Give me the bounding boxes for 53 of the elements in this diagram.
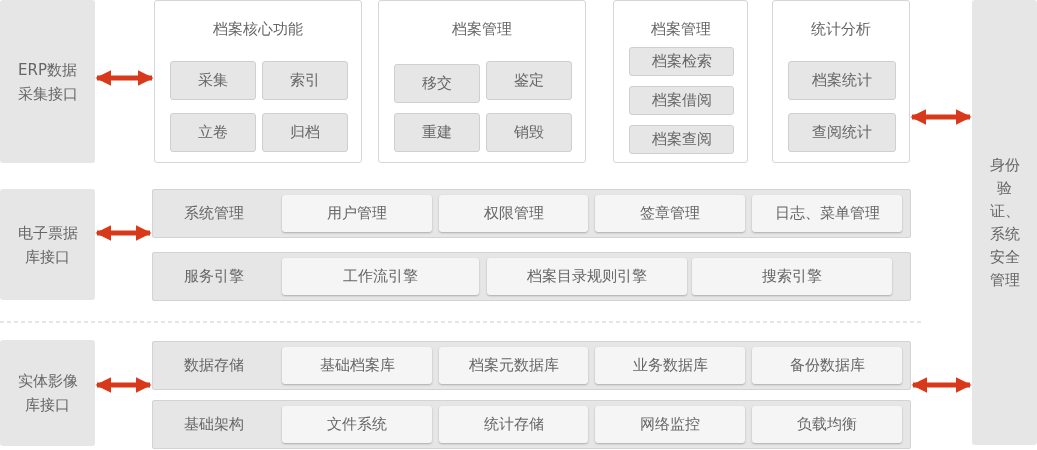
layer-label: 基础架构 bbox=[184, 415, 244, 434]
function-box: 档案统计 bbox=[788, 61, 896, 100]
interface-box: 实体影像库接口 bbox=[0, 340, 95, 446]
panel-title: 统计分析 bbox=[810, 20, 872, 39]
function-box: 销毁 bbox=[486, 113, 572, 152]
double-arrow bbox=[95, 70, 154, 86]
component-box: 档案元数据库 bbox=[439, 347, 588, 384]
interface-box: 身份验证、系统安全管理 bbox=[972, 0, 1037, 445]
panel-title: 档案管理 bbox=[649, 20, 712, 39]
module-panel bbox=[154, 0, 362, 163]
function-box: 查阅统计 bbox=[788, 113, 896, 152]
component-box: 搜索引擎 bbox=[692, 258, 892, 295]
double-arrow bbox=[95, 225, 152, 241]
component-box: 负载均衡 bbox=[752, 406, 902, 443]
function-box: 归档 bbox=[262, 113, 348, 152]
double-arrow bbox=[911, 377, 972, 393]
double-arrow bbox=[95, 377, 152, 393]
component-box: 签章管理 bbox=[595, 195, 745, 232]
component-box: 统计存储 bbox=[439, 406, 588, 443]
interface-box: ERP数据采集接口 bbox=[0, 0, 95, 163]
layer-band bbox=[152, 189, 911, 238]
layer-label: 系统管理 bbox=[184, 204, 244, 223]
layer-label: 数据存储 bbox=[184, 356, 244, 375]
layer-label: 服务引擎 bbox=[184, 267, 244, 286]
function-box: 档案借阅 bbox=[629, 86, 734, 115]
layer-band bbox=[152, 400, 911, 449]
module-panel bbox=[613, 0, 748, 163]
component-box: 基础档案库 bbox=[282, 347, 432, 384]
panel-title: 档案管理 bbox=[451, 20, 513, 39]
function-box: 鉴定 bbox=[486, 61, 572, 100]
function-box: 档案查阅 bbox=[629, 125, 734, 154]
module-panel bbox=[378, 0, 586, 163]
component-box: 用户管理 bbox=[282, 195, 432, 232]
layer-band bbox=[152, 341, 911, 390]
function-box: 索引 bbox=[262, 61, 348, 100]
function-box: 档案检索 bbox=[629, 47, 734, 76]
component-box: 文件系统 bbox=[282, 406, 432, 443]
interface-box: 电子票据库接口 bbox=[0, 189, 95, 300]
component-box: 业务数据库 bbox=[595, 347, 745, 384]
component-box: 备份数据库 bbox=[752, 347, 902, 384]
component-box: 档案目录规则引擎 bbox=[487, 258, 687, 295]
component-box: 网络监控 bbox=[595, 406, 745, 443]
module-panel bbox=[772, 0, 910, 163]
double-arrow bbox=[910, 109, 972, 125]
function-box: 重建 bbox=[394, 113, 480, 152]
component-box: 日志、菜单管理 bbox=[752, 195, 902, 232]
function-box: 立卷 bbox=[170, 113, 256, 152]
function-box: 采集 bbox=[170, 61, 256, 100]
layer-band bbox=[152, 252, 911, 301]
function-box: 移交 bbox=[394, 64, 480, 103]
component-box: 权限管理 bbox=[439, 195, 588, 232]
panel-title: 档案核心功能 bbox=[212, 20, 304, 39]
component-box: 工作流引擎 bbox=[282, 258, 479, 295]
